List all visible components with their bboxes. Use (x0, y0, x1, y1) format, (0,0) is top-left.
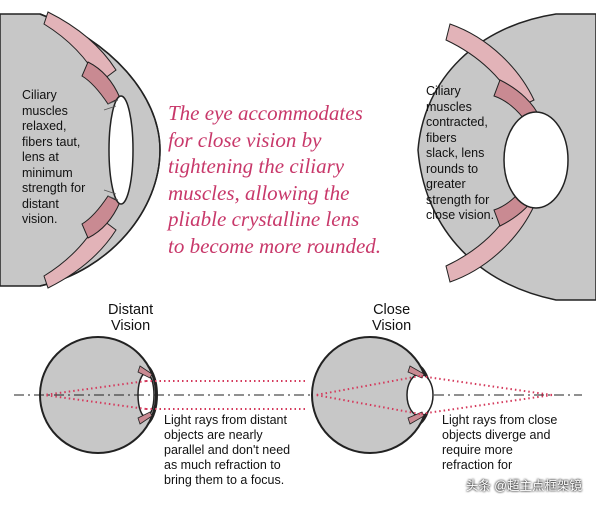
contracted-eye-label: Ciliary muscles contracted, fibers slack… (426, 84, 495, 222)
relaxed-eye-label: Ciliary muscles relaxed, fibers taut, le… (22, 88, 86, 226)
close-vision-title: Close Vision (372, 302, 412, 334)
rounded-lens (503, 111, 569, 209)
headline-line: to become more rounded. (168, 233, 382, 258)
headline-line: pliable crystalline lens (168, 207, 360, 231)
watermark: 头条 @超主点框架镜 (465, 479, 582, 493)
relaxed-eye-section (0, 11, 161, 289)
headline-line: The eye accommodates (168, 101, 363, 125)
close-vision-eye (311, 336, 434, 454)
headline-line: muscles, allowing the (168, 180, 350, 205)
contracted-eye-section (417, 13, 596, 301)
distant-vision-caption: Light rays from distant objects are near… (164, 413, 291, 488)
distant-vision-title: Distant Vision (108, 302, 154, 334)
headline-line: tightening the ciliary (168, 154, 345, 178)
accommodation-headline: The eye accommodates for close vision by… (168, 100, 438, 259)
close-vision-caption: Light rays from close objects diverge an… (442, 413, 558, 473)
distant-rays (43, 380, 305, 410)
headline-line: for close vision by (168, 127, 322, 152)
thin-lens (108, 95, 134, 205)
